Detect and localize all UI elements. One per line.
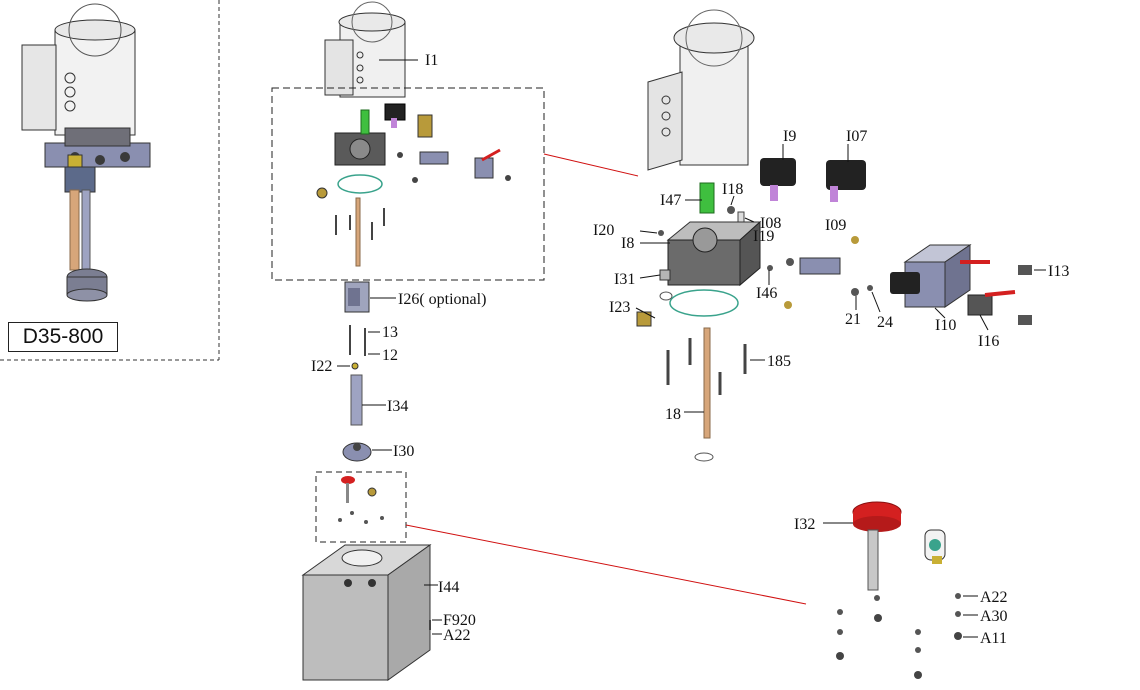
right-leaders bbox=[635, 144, 1046, 413]
label-A30: A30 bbox=[980, 608, 1008, 625]
enlarged-lower-parts bbox=[636, 289, 747, 462]
label-18: 18 bbox=[665, 406, 681, 423]
label-I07: I07 bbox=[846, 128, 867, 145]
label-13: 13 bbox=[382, 324, 398, 341]
label-24: 24 bbox=[877, 314, 893, 331]
label-I26: I26( optional) bbox=[398, 291, 486, 308]
label-I44: I44 bbox=[438, 579, 459, 596]
cap-group-box bbox=[315, 471, 407, 543]
label-I08: I08 bbox=[760, 215, 781, 232]
suction-tube-part bbox=[350, 374, 363, 426]
label-185: 185 bbox=[767, 353, 791, 370]
label-I20: I20 bbox=[593, 222, 614, 239]
label-I16: I16 bbox=[978, 333, 999, 350]
label-12: 12 bbox=[382, 347, 398, 364]
label-A22: A22 bbox=[980, 589, 1008, 606]
label-I22: I22 bbox=[311, 358, 332, 375]
label-I46: I46 bbox=[756, 285, 777, 302]
label-I13: I13 bbox=[1048, 263, 1069, 280]
callout-line bbox=[543, 153, 639, 177]
enlarged-coils bbox=[699, 158, 866, 223]
enlarged-valve-block bbox=[890, 244, 1032, 325]
cap-group-parts bbox=[338, 476, 384, 524]
valve-group-box bbox=[271, 87, 545, 281]
motor-part bbox=[324, 1, 406, 98]
label-I9: I9 bbox=[783, 128, 796, 145]
assembled-pump-image bbox=[21, 3, 151, 302]
label-21: 21 bbox=[845, 311, 861, 328]
label-I34: I34 bbox=[387, 398, 408, 415]
label-I18: I18 bbox=[722, 181, 743, 198]
callout-line bbox=[405, 524, 807, 605]
label-I19: I19 bbox=[753, 228, 774, 245]
label-I31: I31 bbox=[614, 271, 635, 288]
label-I8: I8 bbox=[621, 235, 634, 252]
enlarged-motor bbox=[647, 9, 755, 171]
filter-part bbox=[342, 442, 372, 462]
label-F920: F920 bbox=[443, 612, 476, 629]
valve-group-parts bbox=[316, 103, 511, 267]
label-A22-tank: A22 bbox=[443, 627, 471, 644]
gear-pump-part bbox=[344, 281, 370, 313]
bolt-set bbox=[337, 325, 380, 370]
label-I09: I09 bbox=[825, 217, 846, 234]
label-I30: I30 bbox=[393, 443, 414, 460]
enlarged-manifold bbox=[658, 220, 873, 309]
enlarged-cap-group bbox=[836, 501, 962, 679]
label-A11: A11 bbox=[980, 630, 1007, 647]
label-I32: I32 bbox=[794, 516, 815, 533]
model-name-box: D35-800 bbox=[8, 322, 118, 352]
preview-panel-border bbox=[0, 0, 220, 361]
tank-part bbox=[301, 544, 432, 681]
label-I1: I1 bbox=[425, 52, 438, 69]
cap-leaders bbox=[823, 522, 978, 638]
label-I23: I23 bbox=[609, 299, 630, 316]
label-I47: I47 bbox=[660, 192, 681, 209]
label-I10: I10 bbox=[935, 317, 956, 334]
